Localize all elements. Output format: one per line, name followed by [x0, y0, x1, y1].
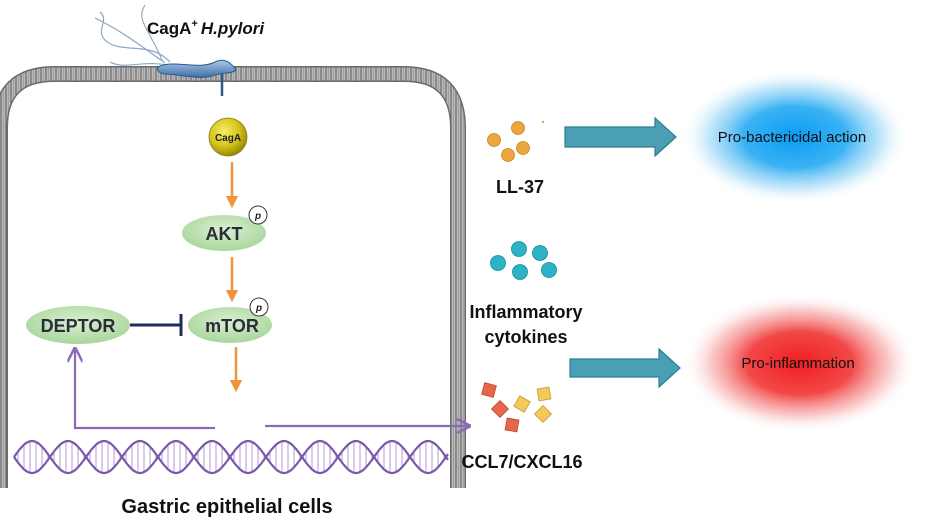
inflammation-label: Pro-inflammation — [741, 355, 854, 372]
inflammation-outcome-arrow — [569, 347, 681, 389]
phospho-icon — [249, 297, 269, 317]
svg-text:p: p — [255, 303, 262, 314]
ll37-dots-icon — [487, 120, 545, 162]
cytokines-label-line1: Inflammatory — [469, 302, 582, 322]
deptor-label: DEPTOR — [41, 316, 116, 336]
svg-text:p: p — [254, 211, 261, 222]
akt-label: AKT — [206, 224, 243, 244]
bacterium-label: CagA+H.pylori — [147, 18, 265, 38]
deptor-node: DEPTOR — [26, 306, 130, 344]
inflammation-glow — [682, 293, 918, 433]
bactericidal-label: Pro-bactericidal action — [718, 129, 866, 146]
bactericidal-glow — [680, 69, 910, 205]
mtor-node: mTOR p — [188, 297, 272, 343]
cell-caption: Gastric epithelial cells — [121, 496, 332, 518]
cytokine-dots-icon — [490, 241, 557, 280]
mtor-label: mTOR — [205, 316, 259, 336]
dna-helix-icon — [13, 439, 449, 475]
cell-membrane — [0, 66, 466, 488]
chemokine-squares-icon — [481, 382, 553, 433]
deptor-inhibits-mtor — [130, 314, 183, 336]
caga-node: CagA — [208, 117, 248, 157]
h-pylori-bacterium-icon — [94, 4, 237, 96]
cytokines-label-line2: cytokines — [484, 327, 567, 347]
akt-node: AKT p — [182, 205, 268, 251]
dna-strand-2 — [13, 439, 449, 475]
ll37-label: LL-37 — [496, 177, 544, 197]
phospho-icon — [248, 205, 268, 225]
chemokines-label: CCL7/CXCL16 — [461, 452, 582, 472]
dna-to-deptor-arrow — [75, 350, 215, 430]
caga-label: CagA — [215, 133, 241, 144]
ll37-outcome-arrow — [564, 116, 677, 158]
